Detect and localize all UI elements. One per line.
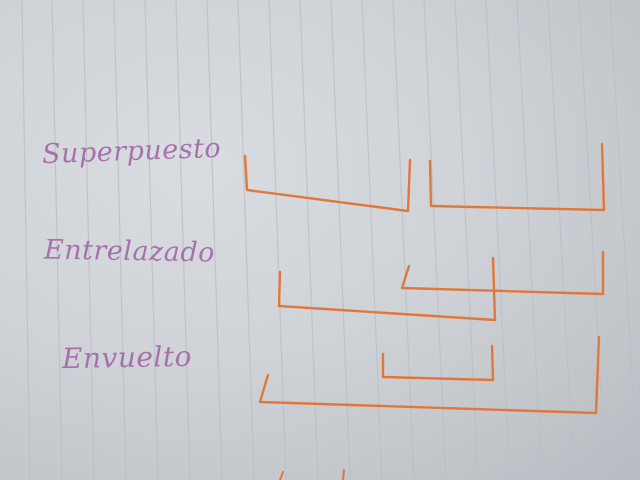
edge-mark-2: [342, 469, 345, 480]
label-envuelto: Envuelto: [61, 339, 193, 376]
superpuesto-bracket-right: [428, 142, 606, 212]
envuelto-bracket-outer: [258, 335, 601, 415]
envuelto-bracket-inner: [381, 344, 495, 382]
label-entrelazado: Entrelazado: [43, 234, 216, 269]
label-superpuesto: Superpuesto: [41, 132, 222, 171]
edge-mark: [279, 471, 284, 480]
entrelazado-bracket-small: [400, 250, 605, 296]
superpuesto-bracket-left: [243, 154, 412, 213]
entrelazado-bracket-large: [277, 256, 497, 322]
